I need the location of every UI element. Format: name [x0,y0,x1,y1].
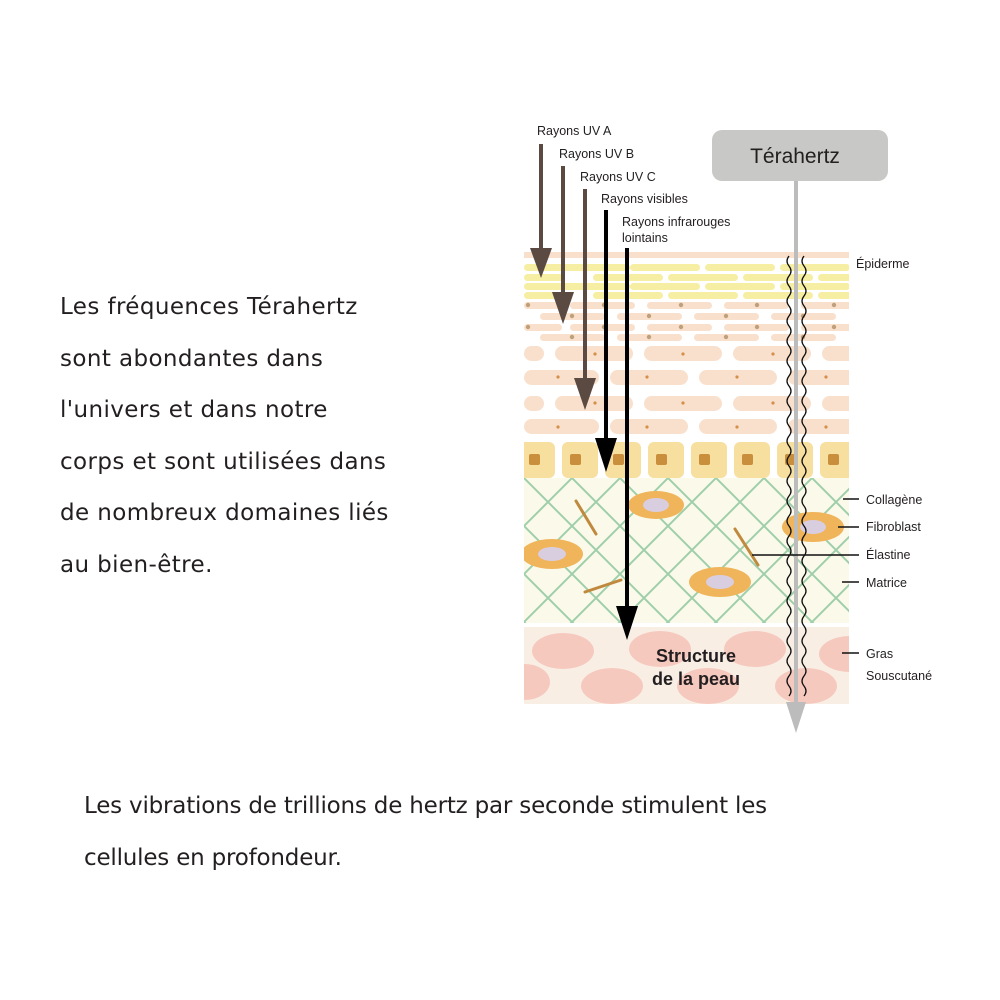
intro-line: sont abondantes dans [60,345,324,372]
svg-text:Rayons UV C: Rayons UV C [580,170,656,184]
footer-text: Les vibrations de trillions de hertz par… [84,780,944,884]
arrowhead-icon [595,438,617,472]
arrowhead-icon [574,378,596,410]
svg-text:Rayons UV B: Rayons UV B [559,147,634,161]
ray-uva: Rayons UV A [530,124,612,278]
intro-line: l'univers et dans notre [60,397,328,423]
terahertz-arrowhead-icon [786,702,806,733]
intro-line: Les fréquences Térahertz [60,294,358,320]
label-fat: Souscutané [866,669,932,683]
structure-title: de la peau [652,669,740,689]
svg-text:Térahertz: Térahertz [750,145,840,168]
intro-line: au bien-être. [60,551,213,578]
epidermis-layer [524,252,849,478]
footer-line: cellules en profondeur. [84,845,342,871]
label-collagen: Collagène [866,493,922,507]
structure-title: Structure [656,646,736,666]
intro-text: Les fréquences Térahertz sont abondantes… [60,282,460,591]
ray-visible: Rayons visibles [595,192,688,472]
terahertz-box [712,130,888,181]
intro-line: de nombreux domaines liés [60,500,389,526]
label-matrix: Matrice [866,576,907,590]
footer-line: Les vibrations de trillions de hertz par… [84,793,767,819]
arrowhead-icon [616,606,638,640]
arrowhead-icon [530,248,552,278]
svg-text:Rayons UV A: Rayons UV A [537,124,612,138]
elastin-fibers [574,499,760,594]
label-fat: Gras [866,647,893,661]
arrowhead-icon [552,292,574,324]
intro-line: corps et sont utilisées dans [60,448,387,475]
wave-left [786,255,792,697]
svg-text:Rayons infrarouges: Rayons infrarouges [622,215,730,229]
dermis-layer [524,478,849,623]
svg-text:Rayons visibles: Rayons visibles [601,192,688,206]
ray-far-infrared: Rayons infrarouges lointains [616,215,730,640]
wave-right [801,255,807,697]
ray-uvb: Rayons UV B [552,147,634,324]
svg-text:lointains: lointains [622,231,668,245]
label-fibroblast: Fibroblast [866,520,921,534]
terahertz-beam: Térahertz [712,130,888,733]
basal-cells [524,442,849,478]
label-epidermis: Épiderme [856,256,910,271]
ray-uvc: Rayons UV C [574,170,656,410]
label-elastin: Élastine [866,547,911,562]
